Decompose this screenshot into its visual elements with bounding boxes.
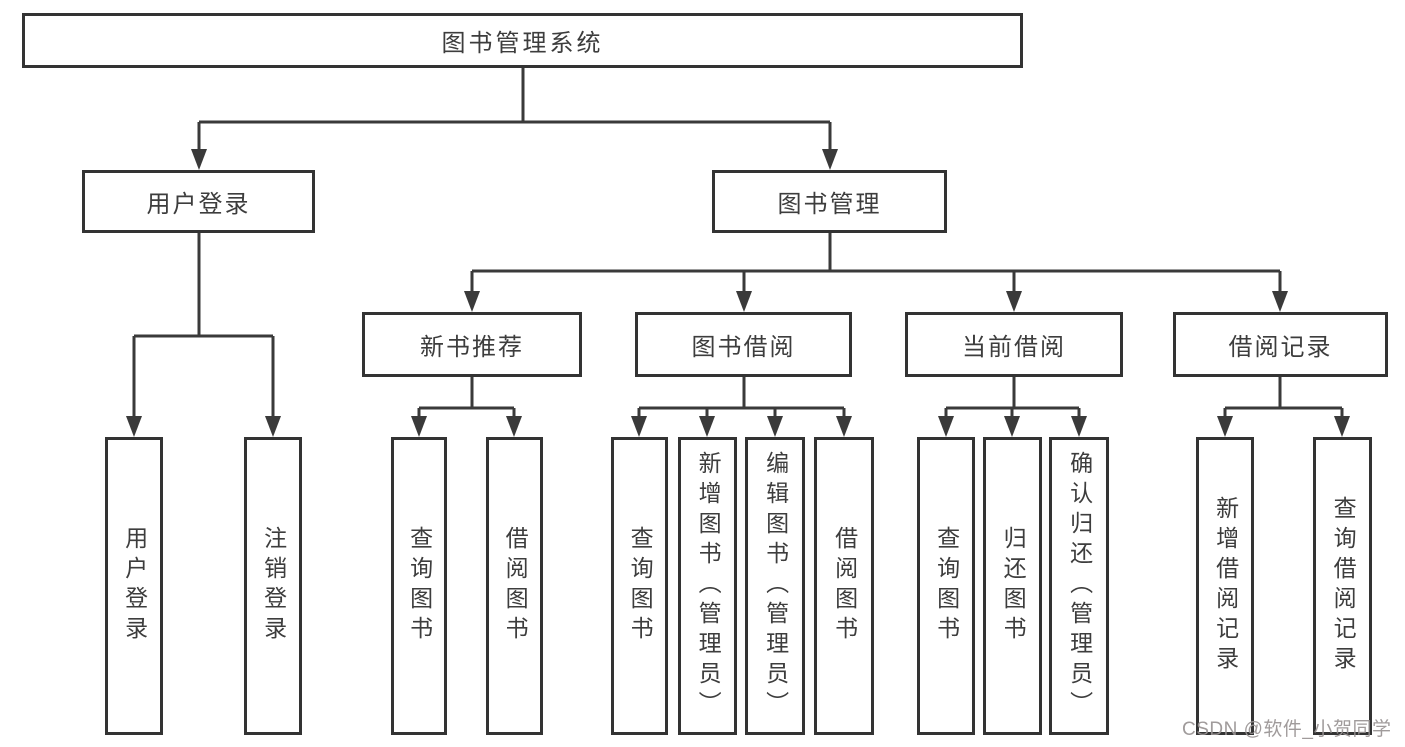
leaf-edit-book-admin-label: 编辑图书（管理员） — [762, 451, 789, 721]
connector-book-management-to-level2 — [470, 233, 1282, 293]
arrow-to-user-login — [191, 149, 207, 170]
arrow-to-leaf-borrow-book-recommend — [506, 416, 522, 437]
node-user-login: 用户登录 — [82, 170, 315, 233]
arrow-to-new-book — [464, 291, 480, 312]
arrow-to-book-borrow — [736, 291, 752, 312]
leaf-add-borrow-record-label: 新增借阅记录 — [1212, 496, 1239, 676]
arrow-to-borrow-records — [1272, 291, 1288, 312]
leaf-query-book-current-label: 查询图书 — [933, 526, 960, 646]
node-library-system: 图书管理系统 — [22, 13, 1023, 68]
connector-current-borrow-to-leaves — [944, 377, 1081, 418]
arrow-to-leaf-confirm-return-admin — [1071, 416, 1087, 437]
connector-borrow-records-to-leaves — [1223, 377, 1344, 418]
arrow-to-leaf-query-book-current — [938, 416, 954, 437]
leaf-user-login-label: 用户登录 — [121, 526, 148, 646]
node-book-borrowing-label: 图书借阅 — [691, 334, 796, 361]
leaf-query-borrow-record: 查询借阅记录 — [1313, 437, 1372, 735]
leaf-confirm-return-admin: 确认归还（管理员） — [1049, 437, 1109, 735]
node-book-management: 图书管理 — [712, 170, 947, 233]
node-book-borrowing: 图书借阅 — [635, 312, 852, 377]
arrow-to-leaf-query-borrow-record — [1334, 416, 1350, 437]
node-borrowing-records: 借阅记录 — [1173, 312, 1388, 377]
arrow-to-current-borrow — [1006, 291, 1022, 312]
leaf-add-book-admin-label: 新增图书（管理员） — [695, 451, 722, 721]
node-current-borrowing: 当前借阅 — [905, 312, 1123, 377]
node-library-system-label: 图书管理系统 — [441, 30, 604, 57]
leaf-logout-label: 注销登录 — [260, 526, 287, 646]
arrow-to-leaf-query-book-borrowing — [631, 416, 647, 437]
arrow-to-leaf-add-borrow-record — [1217, 416, 1233, 437]
node-user-login-label: 用户登录 — [146, 191, 251, 218]
leaf-borrow-book-borrowing-label: 借阅图书 — [831, 526, 858, 646]
leaf-query-book-recommend-label: 查询图书 — [406, 526, 433, 646]
leaf-query-book-borrowing-label: 查询图书 — [627, 526, 654, 646]
connector-root-to-level1 — [197, 68, 832, 151]
leaf-borrow-book-borrowing: 借阅图书 — [814, 437, 874, 735]
arrow-to-leaf-borrow-book-borrowing — [836, 416, 852, 437]
arrow-to-leaf-user-login — [126, 416, 142, 437]
leaf-add-borrow-record: 新增借阅记录 — [1196, 437, 1254, 735]
leaf-query-book-borrowing: 查询图书 — [611, 437, 668, 735]
arrow-to-leaf-edit-book-admin — [767, 416, 783, 437]
leaf-query-book-current: 查询图书 — [917, 437, 975, 735]
leaf-borrow-book-recommend-label: 借阅图书 — [502, 526, 529, 646]
leaf-return-book-label: 归还图书 — [1000, 526, 1027, 646]
csdn-watermark: CSDN @软件_小贺同学 — [1182, 719, 1392, 740]
connector-user-login-to-leaves — [132, 233, 275, 418]
leaf-query-book-recommend: 查询图书 — [391, 437, 447, 735]
arrow-to-leaf-return-book — [1004, 416, 1020, 437]
arrow-to-leaf-query-book-recommend — [411, 416, 427, 437]
arrow-to-book-management — [822, 149, 838, 170]
arrow-to-leaf-add-book-admin — [699, 416, 715, 437]
leaf-return-book: 归还图书 — [983, 437, 1042, 735]
leaf-confirm-return-admin-label: 确认归还（管理员） — [1066, 451, 1093, 721]
node-new-book-recommendation-label: 新书推荐 — [420, 334, 524, 361]
leaf-user-login: 用户登录 — [105, 437, 163, 735]
arrow-to-leaf-logout — [265, 416, 281, 437]
leaf-add-book-admin: 新增图书（管理员） — [678, 437, 737, 735]
node-current-borrowing-label: 当前借阅 — [962, 334, 1066, 361]
leaf-edit-book-admin: 编辑图书（管理员） — [745, 437, 805, 735]
node-book-management-label: 图书管理 — [777, 191, 882, 218]
node-new-book-recommendation: 新书推荐 — [362, 312, 582, 377]
connector-new-book-to-leaves — [417, 377, 516, 418]
node-borrowing-records-label: 借阅记录 — [1228, 334, 1333, 361]
arrowheads — [126, 149, 1350, 437]
leaf-query-borrow-record-label: 查询借阅记录 — [1330, 496, 1357, 676]
leaf-logout: 注销登录 — [244, 437, 302, 735]
leaf-borrow-book-recommend: 借阅图书 — [486, 437, 543, 735]
connector-book-borrow-to-leaves — [637, 377, 846, 418]
